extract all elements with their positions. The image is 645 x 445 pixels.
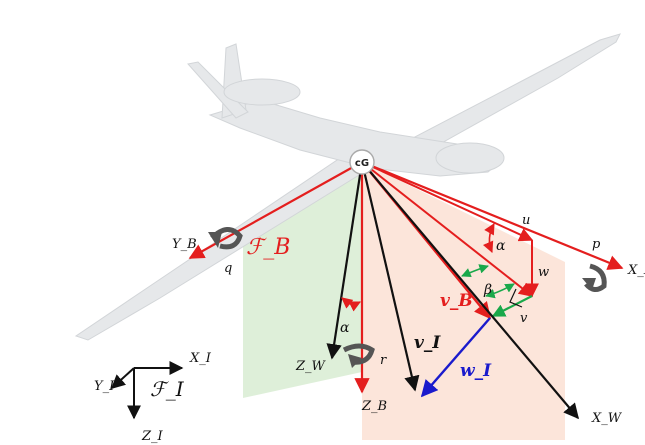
- label-q: q: [224, 261, 232, 276]
- label-alpha-top: α: [496, 238, 506, 254]
- label-w: w: [538, 265, 549, 280]
- aircraft-silhouette: [74, 33, 621, 341]
- label-y-inertial: Y_I: [94, 379, 115, 394]
- tail-right: [187, 61, 249, 119]
- inertial-frame: [110, 361, 184, 420]
- label-y-body: Y_B: [172, 237, 197, 252]
- label-w-inertial: w_I: [460, 361, 492, 381]
- label-alpha-bottom: α: [340, 320, 350, 336]
- label-x-body: X_B: [627, 263, 645, 278]
- wind-plane-orange: [362, 162, 565, 440]
- r-rotation-arrow-icon: [342, 343, 375, 368]
- label-r: r: [380, 353, 387, 368]
- alpha-bottom-arc: [341, 297, 362, 312]
- label-v-inertial: v_I: [414, 333, 441, 353]
- nose-dome: [435, 142, 505, 174]
- label-frame-body: ℱ_B: [246, 235, 290, 260]
- u-projection-line: [361, 161, 534, 242]
- label-v-comp: v: [520, 311, 528, 326]
- cg-label: cG: [355, 158, 369, 169]
- z-wind-axis: [326, 161, 364, 360]
- label-z-wind: Z_W: [295, 359, 327, 374]
- v-inertial-vector: [360, 161, 420, 392]
- beta-upper-arc: [461, 264, 489, 278]
- x-wind-axis: [361, 161, 579, 420]
- q-rotation-arrow-icon: [208, 227, 243, 250]
- beta-arc: [485, 283, 515, 299]
- label-p: p: [592, 237, 601, 252]
- center-of-gravity-marker: cG: [349, 149, 375, 175]
- x-body-axis: [361, 160, 624, 270]
- label-z-body: Z_B: [361, 399, 387, 414]
- label-beta: β: [483, 282, 492, 298]
- label-frame-inertial: ℱ_I: [150, 377, 185, 401]
- wind-vector: [420, 317, 491, 398]
- labels: Y_B q ℱ_B X_B p u w v α β v_B v_I w_I α …: [94, 213, 645, 444]
- y-inertial-axis: [110, 367, 135, 389]
- label-u: u: [522, 213, 530, 228]
- label-z-inertial: Z_I: [141, 429, 164, 444]
- alpha-plane-line: [361, 161, 534, 297]
- v-component-line: [491, 295, 533, 317]
- p-rotation-arrow-icon: [582, 263, 607, 292]
- label-x-inertial: X_I: [189, 351, 212, 366]
- alpha-top-arc: [482, 223, 495, 254]
- engine-pod: [223, 78, 301, 106]
- label-x-wind: X_W: [591, 411, 623, 426]
- label-v-body: v_B: [440, 291, 473, 311]
